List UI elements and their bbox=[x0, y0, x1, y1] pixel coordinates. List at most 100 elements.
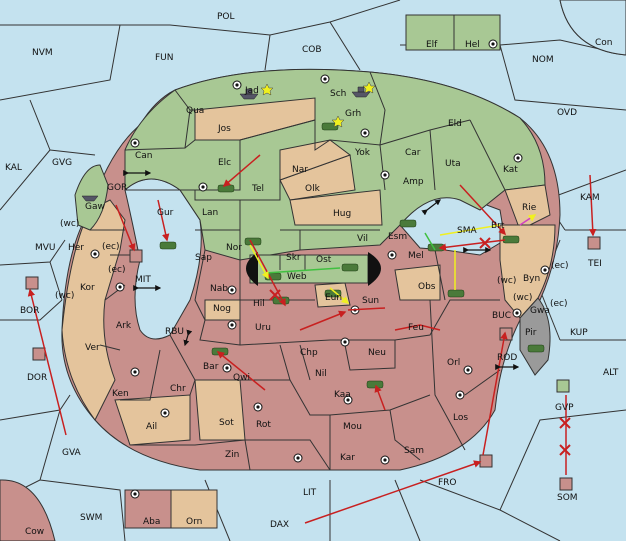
passage-markers bbox=[123, 170, 520, 370]
province-label: Byn bbox=[523, 274, 540, 284]
province-ail[interactable] bbox=[114, 394, 191, 446]
province-label: Nor bbox=[226, 243, 242, 253]
province-pir[interactable] bbox=[519, 297, 551, 376]
supply-centre-icon bbox=[340, 337, 350, 347]
tank-icon bbox=[366, 380, 384, 389]
province-label: Jos bbox=[217, 124, 231, 134]
sea-label: BOR bbox=[20, 306, 39, 316]
province-label: (wc) bbox=[55, 291, 74, 301]
supply-centre-icon bbox=[130, 489, 140, 499]
sea-label: SOM bbox=[557, 493, 578, 503]
province-label: Esm bbox=[388, 232, 407, 242]
sea-label: NOM bbox=[532, 55, 554, 65]
province-label: Nab bbox=[210, 284, 228, 294]
orders bbox=[27, 154, 597, 524]
province-label: Sun bbox=[362, 296, 379, 306]
supply-centre-icon bbox=[320, 74, 330, 84]
province-label: Web bbox=[287, 272, 307, 282]
province-label: Hil bbox=[253, 299, 265, 309]
province-label: (ec) bbox=[108, 265, 126, 275]
province-label: Mel bbox=[408, 251, 424, 261]
province-label: Nil bbox=[315, 369, 327, 379]
province-label: Ark bbox=[116, 321, 132, 331]
fleet-icon bbox=[239, 88, 259, 100]
supply-centre-icon bbox=[513, 153, 523, 163]
province-label: (ec) bbox=[551, 261, 569, 271]
province-hug[interactable] bbox=[289, 189, 383, 226]
province-label: Bar bbox=[203, 362, 219, 372]
province-label: Chp bbox=[300, 348, 318, 358]
province-label: Car bbox=[405, 148, 421, 158]
province-obs-tan[interactable] bbox=[394, 264, 441, 301]
star-icon bbox=[362, 81, 376, 94]
supply-centre-icon bbox=[540, 265, 550, 275]
province-label: Tel bbox=[251, 184, 264, 194]
sea-label: OVD bbox=[557, 108, 577, 118]
province-label: Lan bbox=[202, 208, 218, 218]
province-label: Vil bbox=[357, 234, 368, 244]
province-label: SMA bbox=[457, 226, 477, 236]
supply-centre-icon bbox=[380, 455, 390, 465]
tank-icon bbox=[217, 184, 235, 193]
province-label: (wc) bbox=[497, 276, 516, 286]
province-label: Her bbox=[68, 243, 84, 253]
supply-centre-icon bbox=[380, 170, 390, 180]
sea-label: KAL bbox=[5, 163, 22, 173]
supply-centre-icon bbox=[488, 39, 498, 49]
province-label: Zin bbox=[225, 450, 239, 460]
sea-label: FRO bbox=[438, 478, 457, 488]
sea-label: GOR bbox=[107, 183, 127, 193]
black-cap-west bbox=[246, 252, 258, 286]
sea-label: Cow bbox=[25, 527, 44, 537]
sea-label: ALT bbox=[603, 368, 619, 378]
province-label: Eld bbox=[448, 119, 462, 129]
supply-centre-icon bbox=[227, 285, 237, 295]
province-label: Rie bbox=[522, 203, 537, 213]
star-icon bbox=[331, 115, 345, 128]
sea-label: Hel bbox=[465, 40, 480, 50]
province-label: Hug bbox=[333, 209, 351, 219]
supply-centre-icon bbox=[115, 282, 125, 292]
supply-centre-icon bbox=[293, 453, 303, 463]
province-label: (ec) bbox=[550, 299, 568, 309]
sea-con-region[interactable] bbox=[559, 0, 626, 56]
sea-label: NVM bbox=[32, 48, 53, 58]
sea-label: MIT bbox=[135, 275, 151, 285]
province-kat-tan[interactable] bbox=[504, 184, 551, 231]
province-label: Ost bbox=[316, 255, 332, 265]
province-label: Gaw bbox=[85, 202, 105, 212]
sea-label: DAX bbox=[270, 520, 289, 530]
tank-icon bbox=[341, 263, 359, 272]
province-label: Sch bbox=[330, 89, 346, 99]
province-label: Kor bbox=[80, 283, 95, 293]
province-label: Grh bbox=[345, 109, 361, 119]
province-label: (wc) bbox=[60, 219, 79, 229]
province-nar[interactable] bbox=[279, 139, 352, 181]
sea-label: LIT bbox=[303, 488, 317, 498]
sea-label: MVU bbox=[35, 243, 56, 253]
province-label: (wc) bbox=[513, 293, 532, 303]
tank-icon bbox=[447, 289, 465, 298]
province-sot[interactable] bbox=[194, 379, 246, 441]
supply-centre-icon bbox=[360, 128, 370, 138]
province-label: Los bbox=[453, 413, 468, 423]
province-label: Ken bbox=[112, 389, 129, 399]
province-label: Obs bbox=[418, 282, 436, 292]
supply-centre-icon bbox=[512, 308, 522, 318]
sea-label: GVP bbox=[555, 403, 574, 413]
sea-label: BUC bbox=[492, 311, 511, 321]
province-label: Gur bbox=[157, 208, 174, 218]
province-label: Sam bbox=[404, 446, 424, 456]
province-orn[interactable] bbox=[170, 489, 218, 529]
supply-centre-icon bbox=[90, 249, 100, 259]
tank-icon bbox=[321, 122, 339, 131]
province-label: Olk bbox=[305, 184, 321, 194]
province-label: Orn bbox=[186, 517, 202, 527]
province-elf[interactable] bbox=[405, 14, 455, 51]
province-label: Ver bbox=[85, 343, 100, 353]
supply-centre-icon bbox=[160, 408, 170, 418]
province-label: Uta bbox=[445, 159, 461, 169]
supply-centres bbox=[90, 39, 550, 499]
province-label: (ec) bbox=[102, 242, 120, 252]
